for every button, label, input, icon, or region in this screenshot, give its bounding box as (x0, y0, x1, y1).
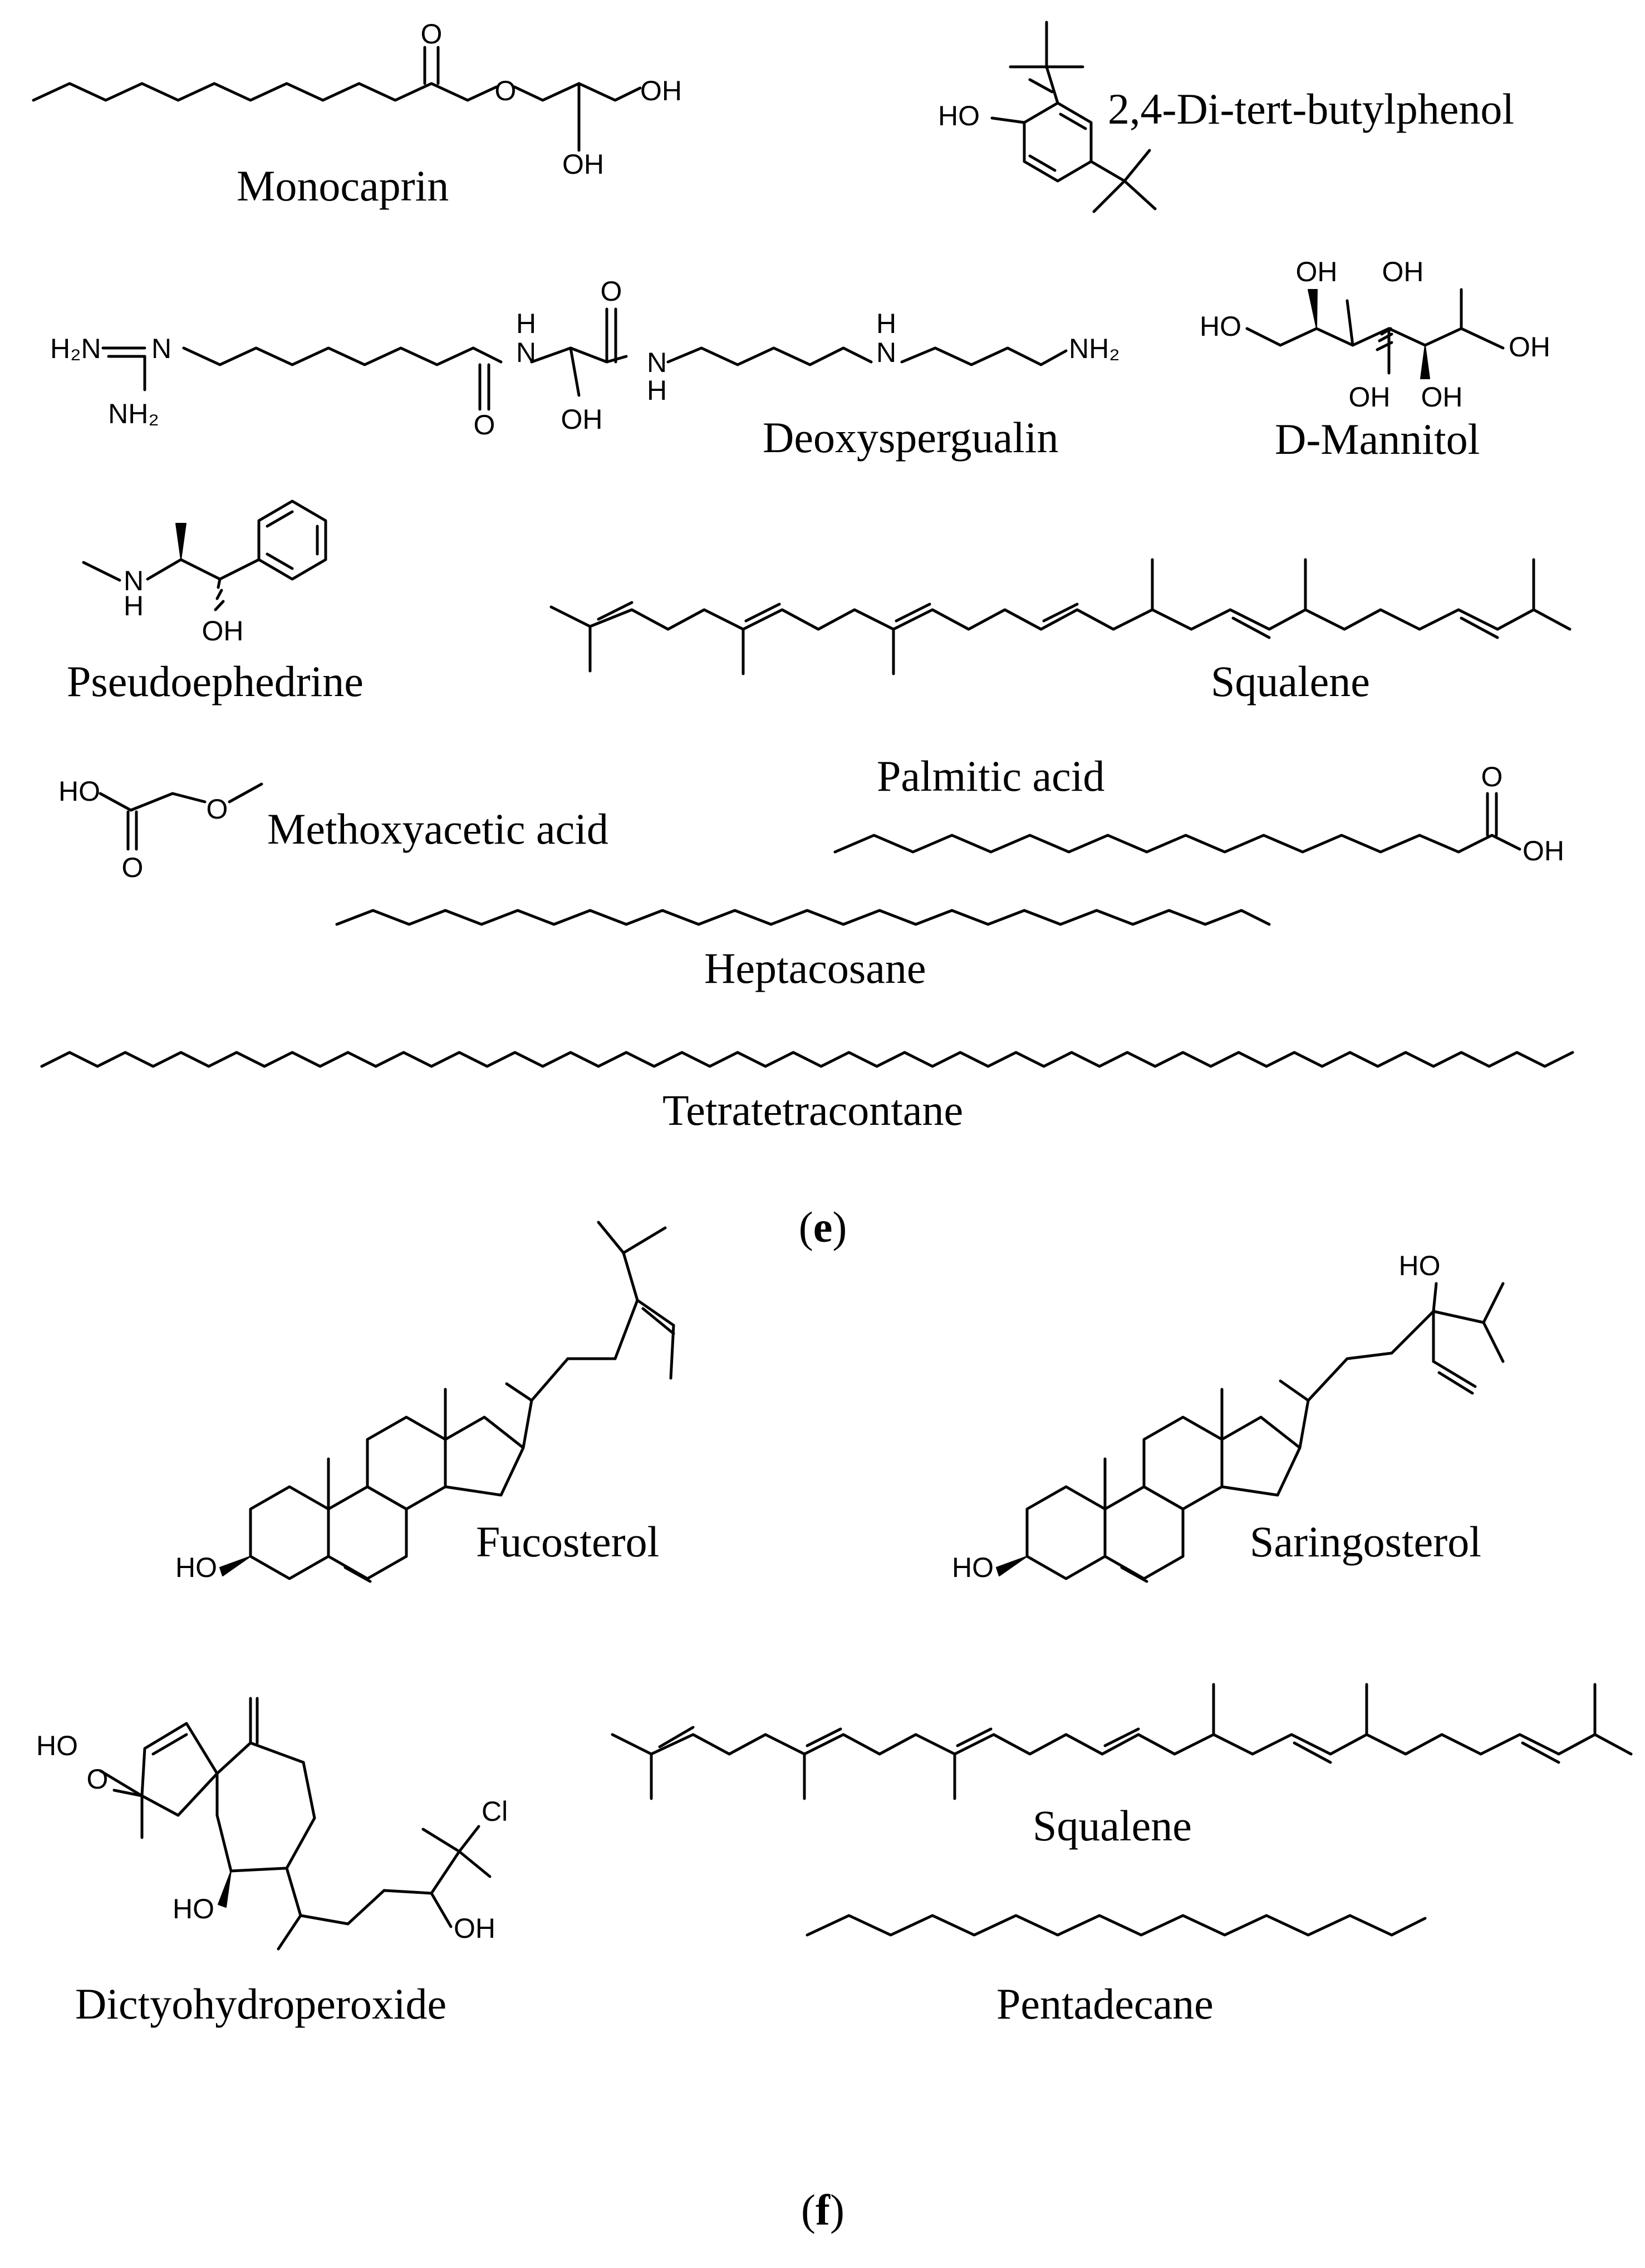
monocaprin-bonds (32, 46, 642, 152)
methoxyacetic-carbonyl-o: O (122, 852, 144, 883)
saringosterol-24-oh: HO (1399, 1250, 1441, 1281)
dsg-terminal-nh2: NH₂ (1069, 333, 1120, 364)
mannitol-oh-c2: OH (1296, 256, 1338, 287)
panel-e: O O OH OH Monocaprin HO (32, 18, 1574, 1251)
dsg-imine-n: N (151, 333, 171, 364)
mannitol-oh-c5: OH (1421, 381, 1463, 413)
squalene-f-bonds (611, 1683, 1633, 1800)
fucosterol-oh: HO (175, 1552, 217, 1583)
saringosterol-3-oh: HO (952, 1552, 994, 1583)
compound-pentadecane: Pentadecane (806, 1914, 1427, 2028)
pse-amine-n: N (124, 565, 144, 596)
dsg-second-amide-h: H (647, 375, 667, 406)
dictyohydroperoxide-bonds (99, 1697, 492, 1951)
mannitol-oh-c3: OH (1382, 256, 1424, 287)
dsg-amine-h: H (876, 308, 896, 339)
dhp-hydroperoxy-ho: HO (36, 1730, 78, 1761)
mannitol-oh-c4: OH (1349, 381, 1391, 413)
compound-palmitic-acid: O OH Palmitic acid (833, 752, 1564, 866)
panel-f: HO Fucosterol (36, 1221, 1633, 2234)
methoxyacetic-acid-bonds (99, 782, 263, 851)
saringosterol-bonds (996, 1282, 1505, 1583)
mannitol-oh-c1: HO (1200, 311, 1241, 342)
methoxyacetic-ether-o: O (207, 793, 228, 825)
name-pentadecane: Pentadecane (996, 1980, 1214, 2028)
name-dictyohydroperoxide: Dictyohydroperoxide (75, 1980, 446, 2028)
monocaprin-carbonyl-o: O (421, 18, 443, 50)
compound-deoxyspergualin: H₂N N NH₂ H N O OH O N H H N NH₂ Deoxysp… (50, 276, 1120, 462)
name-methoxyacetic-acid: Methoxyacetic acid (267, 805, 608, 853)
monocaprin-oh-terminal: OH (640, 75, 682, 106)
monocaprin-oh-secondary: OH (562, 149, 604, 180)
compound-saringosterol: HO HO Saringosterol (952, 1250, 1505, 1583)
dsg-second-amide-n: N (647, 347, 667, 378)
pseudoephedrine-bonds (82, 499, 327, 611)
name-tetratetracontane: Tetratetracontane (662, 1086, 963, 1134)
palmitic-carbonyl-o: O (1481, 761, 1503, 792)
compound-d-mannitol: OH OH HO OH OH OH D-Mannitol (1200, 256, 1550, 463)
name-fucosterol: Fucosterol (476, 1517, 659, 1566)
pse-amine-h: H (124, 590, 144, 621)
di-tert-butylphenol-bonds (990, 21, 1157, 213)
heptacosane-bonds (335, 909, 1271, 926)
dsg-amine-n: N (876, 337, 896, 368)
compound-di-tert-butylphenol: HO 2,4-Di-tert-butylphenol (938, 21, 1514, 213)
name-di-tert-butylphenol: 2,4-Di-tert-butylphenol (1108, 85, 1514, 133)
compound-methoxyacetic-acid: HO O O Methoxyacetic acid (58, 776, 608, 883)
name-saringosterol: Saringosterol (1250, 1517, 1481, 1566)
dsg-oxo-o: O (601, 276, 622, 307)
d-mannitol-bonds (1245, 288, 1505, 379)
methoxyacetic-oh: HO (58, 776, 100, 807)
compound-tetratetracontane: Tetratetracontane (40, 1051, 1574, 1134)
dsg-h2n: H₂N (50, 333, 101, 364)
palmitic-acid-bonds (833, 792, 1521, 854)
panel-tag-e: (e) (799, 1203, 847, 1251)
monocaprin-ester-o: O (495, 75, 517, 106)
compound-squalene-f: Squalene (611, 1683, 1633, 1850)
pse-oh: OH (202, 615, 244, 646)
compound-heptacosane: Heptacosane (335, 909, 1271, 992)
mannitol-oh-c6: OH (1509, 331, 1550, 363)
name-monocaprin: Monocaprin (237, 161, 449, 210)
dsg-amide-n: N (516, 337, 536, 368)
deoxyspergualin-bonds (101, 307, 1068, 411)
compound-fucosterol: HO Fucosterol (175, 1221, 675, 1583)
compound-monocaprin: O O OH OH Monocaprin (32, 18, 682, 210)
pentadecane-bonds (806, 1914, 1427, 1937)
name-d-mannitol: D-Mannitol (1275, 415, 1480, 463)
dhp-chloro: Cl (482, 1796, 508, 1827)
phenol-oh: HO (938, 100, 980, 131)
dhp-hydroperoxy-o: O (87, 1764, 109, 1795)
compound-pseudoephedrine: N H OH Pseudoephedrine (67, 499, 364, 706)
dhp-ring-oh: HO (173, 1893, 214, 1924)
dhp-side-chain-oh: OH (454, 1913, 495, 1944)
name-heptacosane: Heptacosane (704, 944, 926, 992)
name-pseudoephedrine: Pseudoephedrine (67, 657, 364, 706)
dsg-oh: OH (561, 404, 603, 435)
name-squalene-f: Squalene (1033, 1801, 1192, 1850)
name-squalene-e: Squalene (1211, 657, 1370, 706)
dsg-nh2-guanidine: NH₂ (108, 398, 159, 429)
dsg-amide-h: H (516, 308, 536, 339)
fucosterol-bonds (219, 1221, 675, 1583)
dsg-amide-o: O (474, 409, 495, 440)
compound-dictyohydroperoxide: HO O HO Cl OH Dictyohydroperoxide (36, 1697, 508, 2028)
name-palmitic-acid: Palmitic acid (877, 752, 1104, 800)
tetratetracontane-bonds (40, 1051, 1574, 1068)
compound-squalene-e: Squalene (549, 558, 1572, 706)
name-deoxyspergualin: Deoxyspergualin (763, 413, 1058, 462)
panel-tag-f: (f) (801, 2186, 844, 2234)
squalene-e-bonds (549, 558, 1572, 675)
palmitic-oh: OH (1523, 835, 1564, 866)
